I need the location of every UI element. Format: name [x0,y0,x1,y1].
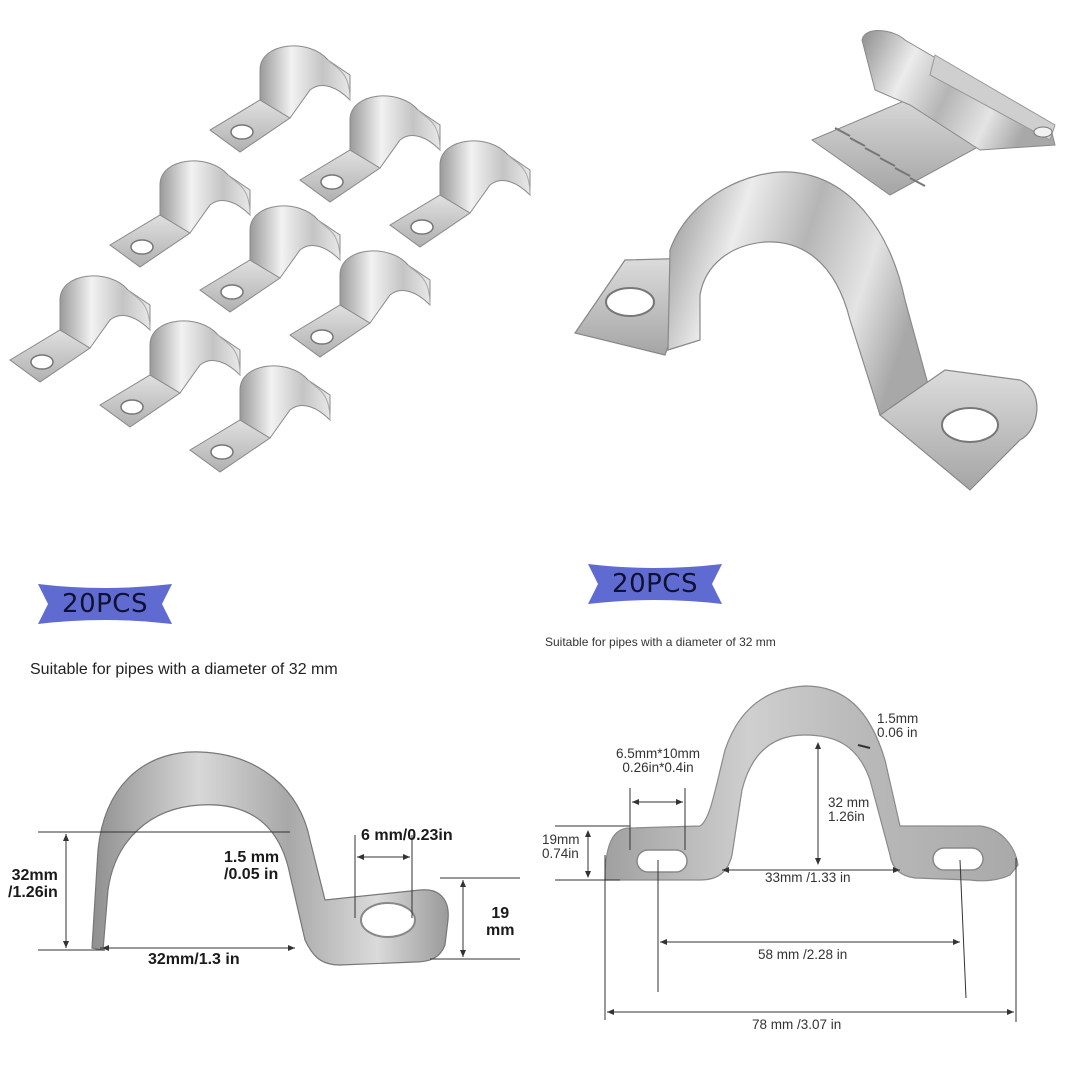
clamp-dimension-drawing-right: 1.5mm 0.06 in 6.5mm*10mm 0.26in*0.4in 32… [540,680,1080,1040]
inner-width-dimension-label: 32mm/1.3 in [148,951,240,968]
hole-spacing-dimension-label: 58 mm /2.28 in [758,947,848,962]
clamp-item [209,45,351,153]
quantity-badge-right: 20PCS [588,562,722,606]
height-dimension-label-right: 32 mm 1.26in [828,795,870,825]
clamp-group-photo [0,30,540,490]
height-dimension-label: 32mm /1.26in [8,867,58,901]
single-clamp-photo [550,20,1070,510]
clamp-dimension-drawing-left: 32mm /1.26in 1.5 mm /0.05 in 6 mm/0.23in… [0,740,540,980]
clamp-side-view [38,751,520,966]
tab-width-dimension-label-right: 19mm 0.74in [542,832,580,862]
slot-dimension-label: 6.5mm*10mm 0.26in*0.4in [616,746,701,776]
quantity-badge: 20PCS [38,582,172,626]
inner-width-dimension-label-right: 33mm /1.33 in [765,870,851,885]
clamp-closeup-illustration [574,30,1056,491]
tab-width-dimension-label: 19 mm [486,905,515,939]
clamp-group-illustration [9,45,531,473]
overall-length-dimension-label: 78 mm /3.07 in [752,1017,842,1032]
thickness-dimension-label-right: 1.5mm 0.06 in [877,711,919,741]
pipe-diameter-caption-right: Suitable for pipes with a diameter of 32… [545,635,776,649]
pipe-diameter-caption: Suitable for pipes with a diameter of 32… [30,661,338,678]
quantity-badge-right-label: 20PCS [612,569,698,599]
quantity-badge-label: 20PCS [62,589,148,619]
thickness-dimension-label: 1.5 mm /0.05 in [224,849,280,883]
clamp-front-view [555,685,1019,1022]
hole-dimension-label: 6 mm/0.23in [361,827,453,844]
large-clamp [574,171,1038,491]
clamp-stack [810,30,1056,196]
